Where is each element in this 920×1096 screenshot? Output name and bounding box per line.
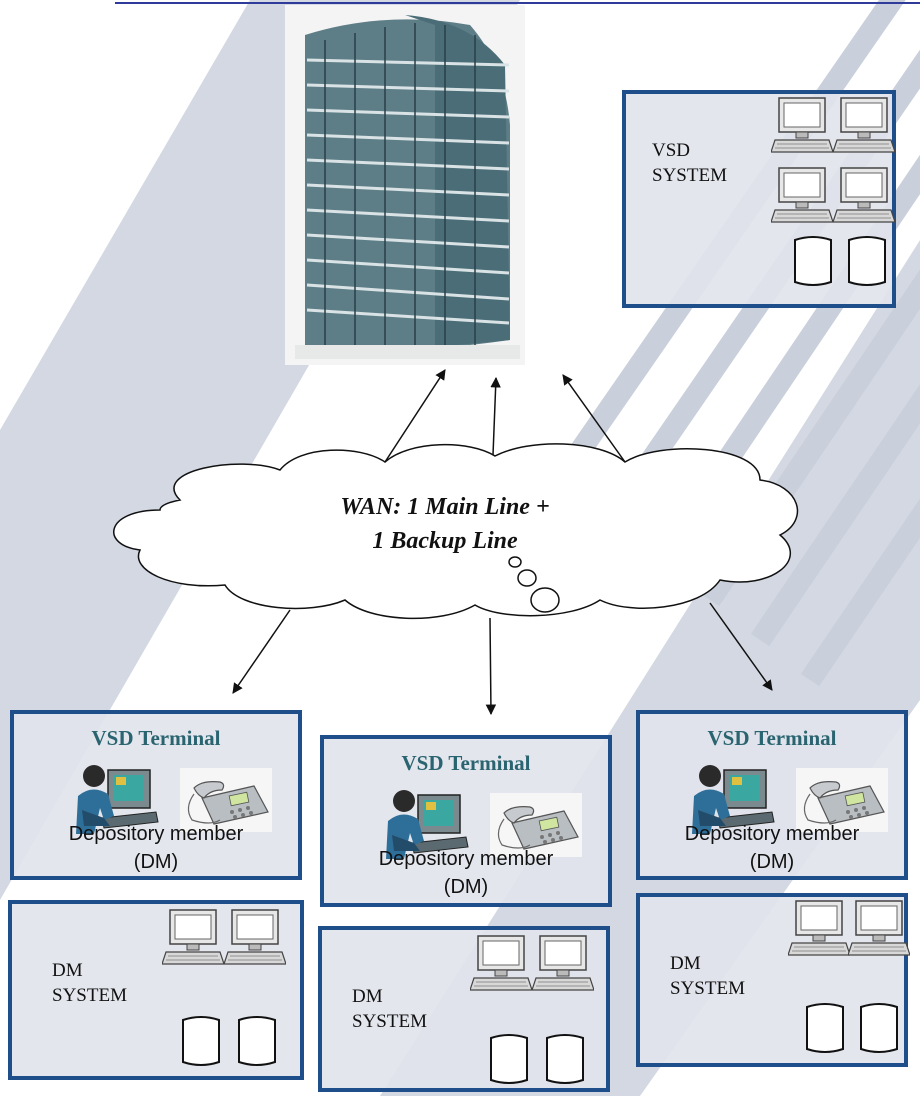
wan-label: WAN: 1 Main Line + 1 Backup Line <box>340 494 550 554</box>
vsd-terminal-box-3: VSD Terminal Depository member (DM) <box>636 710 908 880</box>
vsd-terminal-box-1: VSD Terminal Depository member (DM) <box>10 710 302 880</box>
vsd-terminal-box-2: VSD Terminal Depository member (DM) <box>320 735 612 907</box>
database-cylinder-icon <box>182 1016 220 1066</box>
dm-system-label: DM SYSTEM <box>352 986 427 1032</box>
desktop-computer-icon <box>162 909 224 965</box>
desktop-computer-icon <box>532 935 594 991</box>
dm-system-box-3: DM SYSTEM <box>636 893 910 1067</box>
depository-member-label: Depository member (DM) <box>684 823 860 873</box>
vsd-system-box: VSD SYSTEM <box>622 90 896 308</box>
desktop-computer-icon <box>788 900 850 956</box>
database-cylinder-icon <box>806 1003 844 1053</box>
database-cylinder-icon <box>546 1034 584 1084</box>
dm-system-box-1: DM SYSTEM <box>8 900 304 1080</box>
depository-member-label: Depository member (DM) <box>378 848 554 898</box>
database-cylinder-icon <box>490 1034 528 1084</box>
database-cylinder-icon <box>238 1016 276 1066</box>
dm-system-label: DM SYSTEM <box>670 953 745 999</box>
depository-member-label: Depository member (DM) <box>68 823 244 873</box>
vsd-terminal-title: VSD Terminal <box>401 751 531 775</box>
vsd-terminal-title: VSD Terminal <box>707 726 837 750</box>
dm-system-label: DM SYSTEM <box>52 960 127 1006</box>
building-image <box>285 5 525 365</box>
desktop-computer-icon <box>224 909 286 965</box>
dm-system-box-2: DM SYSTEM <box>318 926 610 1092</box>
database-cylinder-icon <box>860 1003 898 1053</box>
desktop-computer-icon <box>470 935 532 991</box>
desktop-computer-icon <box>848 900 910 956</box>
vsd-system-label: VSD SYSTEM <box>652 140 727 186</box>
vsd-terminal-title: VSD Terminal <box>91 726 221 750</box>
